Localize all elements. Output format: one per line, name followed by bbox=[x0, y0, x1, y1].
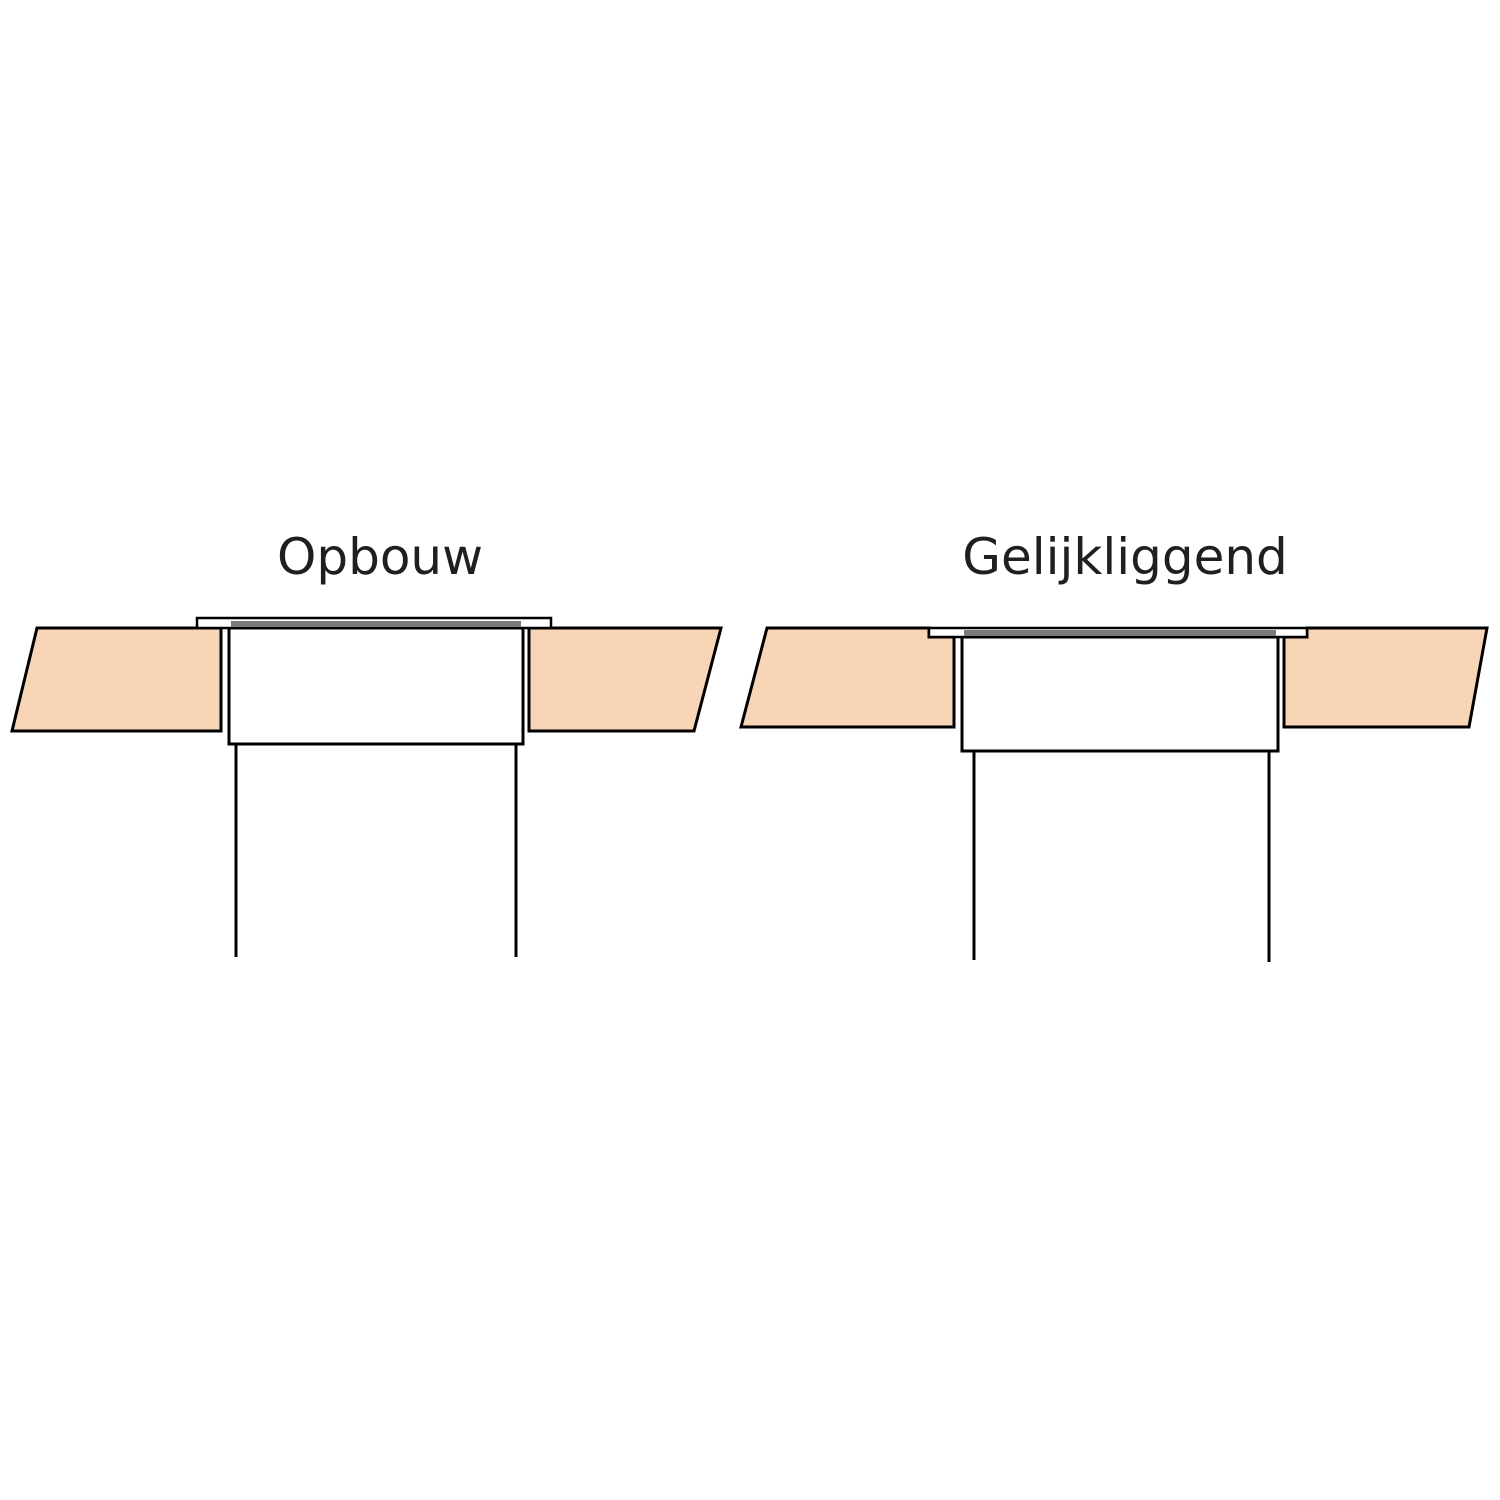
diagram-gelijkliggend: Gelijkliggend bbox=[739, 528, 1489, 962]
floor-slab-left bbox=[739, 626, 956, 729]
diagram-title-opbouw: Opbouw bbox=[277, 528, 483, 586]
drain-grate bbox=[964, 630, 1276, 636]
floor-slab-left bbox=[10, 626, 223, 733]
diagram-opbouw: Opbouw bbox=[10, 528, 723, 957]
drain-body bbox=[960, 635, 1280, 753]
drain-body bbox=[227, 626, 525, 746]
floor-slab-right bbox=[527, 626, 723, 733]
drain-grate bbox=[231, 621, 521, 627]
diagram-title-gelijkliggend: Gelijkliggend bbox=[962, 528, 1288, 586]
floor-slab-right bbox=[1282, 626, 1489, 729]
